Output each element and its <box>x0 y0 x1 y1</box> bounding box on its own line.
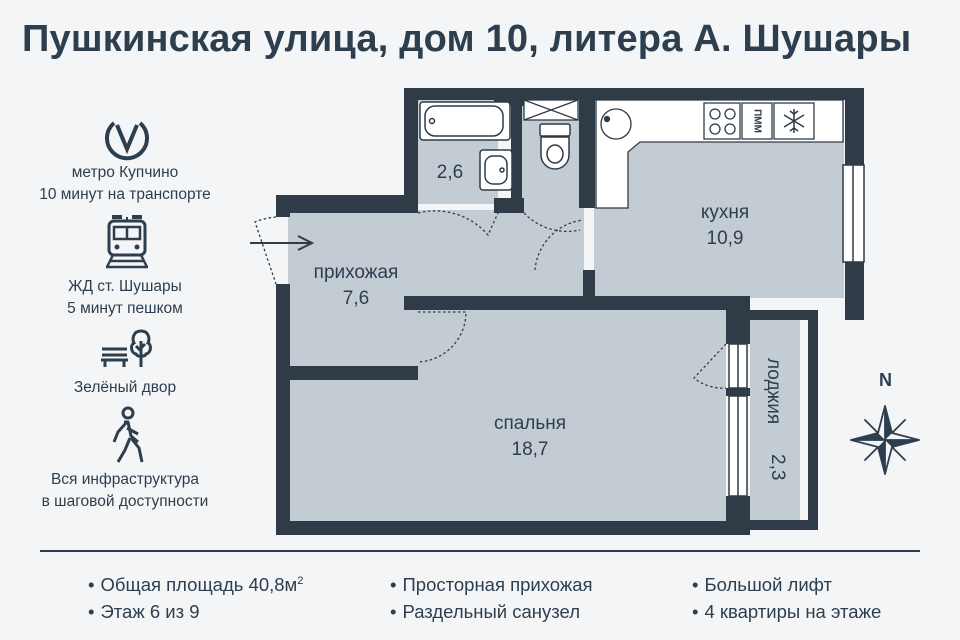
feature-infrastructure: Вся инфраструктура в шаговой доступности <box>20 469 230 513</box>
walls <box>276 88 864 535</box>
kitchen-area: 10,9 <box>706 228 744 249</box>
bullet-apartments: •4 квартиры на этаже <box>692 601 882 622</box>
feature-metro-line1: метро Купчино <box>71 164 179 181</box>
apartments-text: 4 квартиры на этаже <box>704 601 882 622</box>
ventilation-shaft <box>523 99 579 121</box>
feature-infra-line1: Вся инфраструктура <box>50 471 200 488</box>
bullet-bathroom: •Раздельный санузел <box>390 601 581 622</box>
bathroom-area: 2,6 <box>436 162 464 183</box>
feature-green-yard: Зелёный двор <box>20 377 230 399</box>
feature-metro: метро Купчино 10 минут на транспорте <box>20 162 230 206</box>
feature-green-yard-line1: Зелёный двор <box>73 379 177 396</box>
bedroom-name: спальня <box>493 413 567 434</box>
feature-train: ЖД ст. Шушары 5 минут пешком <box>20 276 230 320</box>
total-area-text: Общая площадь 40,8м <box>100 574 298 595</box>
hallway-name: прихожая <box>313 262 399 283</box>
loggia-area: 2,3 <box>767 454 788 480</box>
bathtub-icon <box>419 101 511 141</box>
loggia-name: лоджия <box>763 358 784 424</box>
room-bathroom: 2,6 <box>426 160 474 186</box>
sink-icon <box>479 149 513 191</box>
floor-text: Этаж 6 из 9 <box>100 601 200 622</box>
bathroom-text: Раздельный санузел <box>402 601 581 622</box>
kitchen-name: кухня <box>700 202 750 223</box>
door-swings <box>254 210 727 389</box>
toilet-icon <box>539 123 571 170</box>
train-icon <box>105 215 149 269</box>
park-bench-tree-icon <box>101 329 152 367</box>
total-area-sup: 2 <box>297 574 304 587</box>
entrance-arrow-icon <box>250 235 315 251</box>
page-title: Пушкинская улица, дом 10, литера А. Шуша… <box>22 18 912 60</box>
room-loggia: лоджия 2,3 <box>763 358 788 480</box>
bedroom-area: 18,7 <box>511 439 549 460</box>
feature-train-line2: 5 минут пешком <box>67 300 183 317</box>
snowflake-icon <box>783 109 805 133</box>
bullet-total-area: •Общая площадь 40,8м2 <box>88 574 304 595</box>
floor-plan: ПММ <box>250 88 865 535</box>
room-kitchen: кухня 10,9 <box>680 200 770 252</box>
feature-infra-line2: в шаговой доступности <box>41 493 209 510</box>
elevator-text: Большой лифт <box>704 574 832 595</box>
compass-north-label: N <box>879 370 892 390</box>
bullet-elevator: •Большой лифт <box>692 574 832 595</box>
feature-train-line1: ЖД ст. Шушары <box>68 278 182 295</box>
hallway-area: 7,6 <box>342 288 370 309</box>
bullet-floor: •Этаж 6 из 9 <box>88 601 200 622</box>
metro-icon <box>105 121 149 161</box>
bullet-hallway: •Просторная прихожая <box>390 574 593 595</box>
dishwasher-label: ПММ <box>751 109 762 133</box>
room-hallway: прихожая 7,6 <box>300 260 412 312</box>
windows <box>728 164 865 497</box>
compass-rose-icon <box>850 405 920 475</box>
room-bedroom: спальня 18,7 <box>470 411 590 463</box>
hallway-text: Просторная прихожая <box>402 574 593 595</box>
feature-metro-line2: 10 минут на транспорте <box>39 186 211 203</box>
divider-line <box>40 550 920 552</box>
walking-person-icon <box>112 406 144 463</box>
